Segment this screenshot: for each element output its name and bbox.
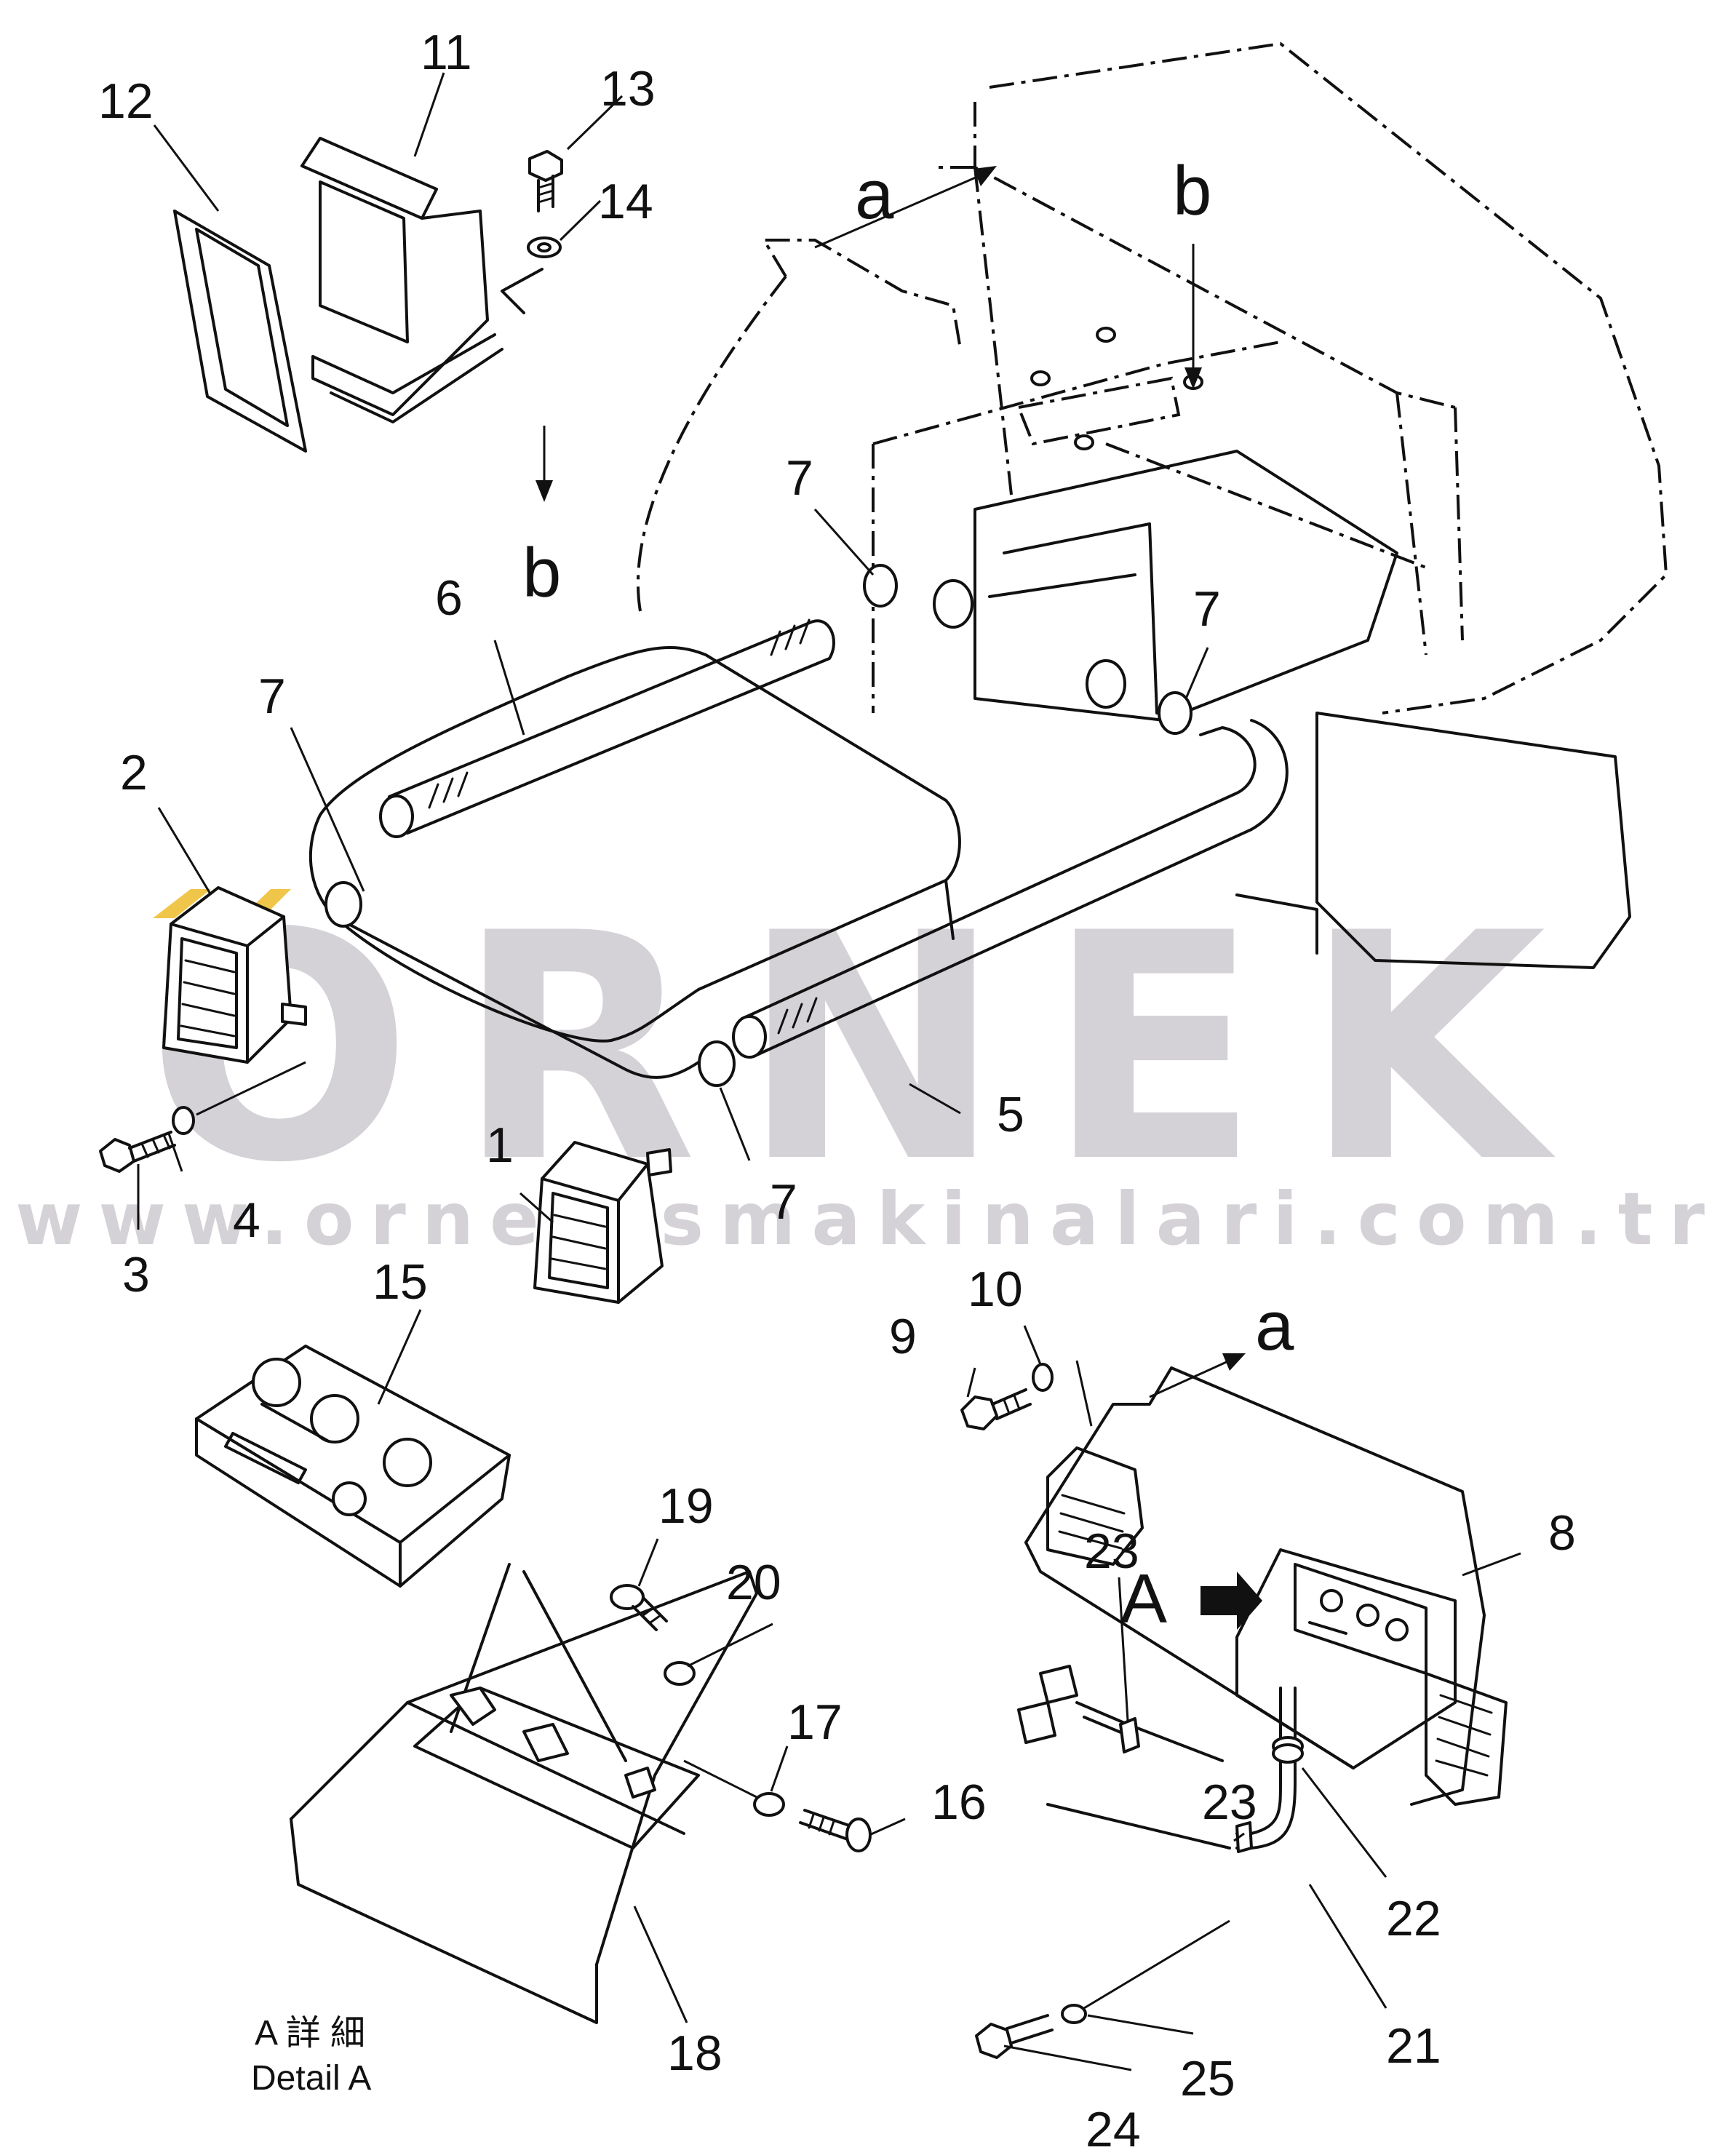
washer-17	[753, 1792, 785, 1817]
part-label-7: 7	[258, 669, 286, 724]
part-label-5: 5	[997, 1087, 1024, 1142]
part-label-14: 14	[598, 174, 653, 229]
part-label-2: 2	[120, 745, 148, 800]
view-label-a-top: a	[855, 156, 894, 234]
part-label-20: 20	[726, 1555, 781, 1610]
hose-clamp	[698, 1040, 736, 1087]
washer-25	[1061, 2004, 1087, 2024]
hose-5	[732, 719, 1289, 1059]
view-label-b-top: b	[1173, 152, 1211, 230]
part-label-23: 23	[1084, 1524, 1139, 1579]
direction-arrow-a	[1201, 1572, 1262, 1630]
washer-4	[172, 1106, 195, 1135]
view-label-a-bottom: a	[1255, 1287, 1294, 1365]
part-label-11: 11	[421, 25, 472, 80]
part-label-23: 23	[1202, 1775, 1257, 1830]
part-label-21: 21	[1386, 2018, 1441, 2074]
bolt-13	[528, 150, 563, 212]
part-label-19: 19	[658, 1478, 714, 1534]
part-label-24: 24	[1086, 2102, 1141, 2150]
bolt-16	[799, 1809, 872, 1852]
bolt-19	[610, 1584, 668, 1631]
hose-clamp	[1158, 691, 1192, 735]
box-18	[290, 1563, 758, 2024]
part-label-8: 8	[1548, 1505, 1576, 1561]
vent-grille-1	[533, 1141, 672, 1304]
hose-clamp	[863, 564, 898, 608]
part-labels: 1 2 3 4 5 6 7 7 7 7 8 9 10 11 12 13 14 1…	[98, 25, 1576, 2150]
watermark-url: www.ornekismakinalari.com.tr	[15, 1176, 1721, 1262]
part-label-12: 12	[98, 73, 154, 129]
control-housing-8	[1024, 1366, 1508, 1806]
detail-caption-japanese: A 詳 細	[255, 2014, 365, 2053]
part-label-1: 1	[486, 1118, 514, 1173]
vent-duct-11	[300, 137, 544, 423]
part-label-18: 18	[667, 2026, 722, 2081]
hose-clamp-group	[324, 564, 1192, 1087]
hose-clamp	[324, 881, 362, 928]
assembly-arrow	[535, 480, 553, 502]
washer-20	[664, 1661, 696, 1686]
part-label-3: 3	[122, 1247, 150, 1302]
bolt-9	[960, 1388, 1032, 1430]
detail-marker-A: A	[1120, 1560, 1167, 1638]
part-label-9: 9	[889, 1309, 917, 1364]
hose-6	[379, 618, 835, 838]
part-label-7: 7	[1193, 581, 1221, 637]
part-label-4: 4	[233, 1193, 260, 1248]
part-label-22: 22	[1386, 1891, 1441, 1946]
wiring-harness	[1017, 1665, 1304, 1853]
part-label-13: 13	[600, 61, 656, 116]
filter-12	[173, 210, 307, 453]
part-label-15: 15	[373, 1254, 428, 1310]
view-labels: a b b a A	[522, 152, 1294, 1638]
control-panel-15	[195, 1345, 511, 1588]
detail-caption: A 詳 細 Detail A	[251, 2014, 371, 2098]
part-label-7: 7	[786, 450, 813, 506]
part-label-10: 10	[968, 1262, 1023, 1317]
watermark: ORNEK www.ornekismakinalari.com.tr	[15, 867, 1721, 1262]
part-label-6: 6	[435, 570, 463, 626]
part-label-17: 17	[787, 1695, 843, 1750]
vent-grille-2	[162, 886, 307, 1064]
detail-caption-english: Detail A	[251, 2059, 371, 2098]
part-label-7: 7	[770, 1174, 797, 1230]
bolt-3	[99, 1131, 176, 1173]
washer-10	[1032, 1363, 1054, 1392]
bolt-24	[975, 2014, 1054, 2059]
watermark-brand: ORNEK	[146, 867, 1589, 1231]
leader-lines	[137, 72, 1521, 2071]
part-label-16: 16	[931, 1775, 987, 1830]
view-label-b-left: b	[522, 534, 561, 612]
part-label-25: 25	[1180, 2051, 1235, 2106]
